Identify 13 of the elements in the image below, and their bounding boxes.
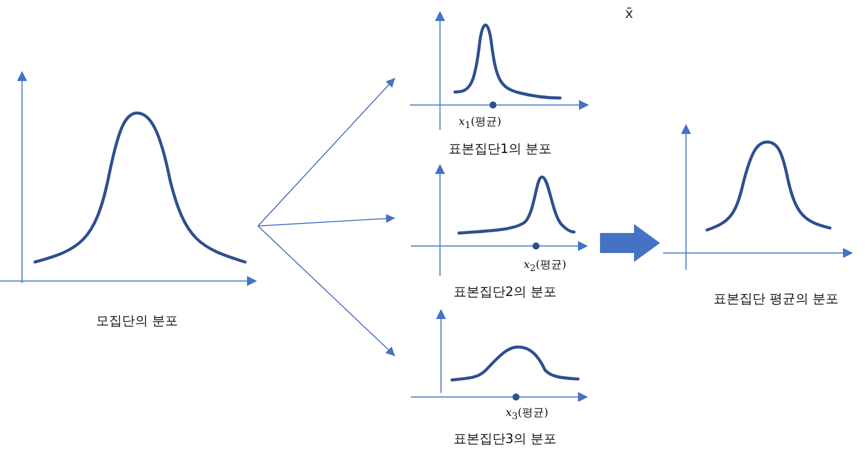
arrow — [258, 226, 396, 356]
arrow — [258, 78, 396, 226]
chart-caption: 표본집단3의 분포 — [453, 432, 557, 448]
mean-label: x$_{2}$(평균) — [524, 257, 566, 276]
chart-caption: 표본집단2의 분포 — [453, 285, 557, 301]
chart-caption: 표본집단1의 분포 — [448, 142, 552, 158]
mean-label: x$_{3}$(평균) — [506, 405, 548, 424]
chart-caption: 모집단의 분포 — [96, 314, 178, 330]
symbol-label: x̄ — [625, 6, 634, 22]
block-arrow — [600, 224, 660, 262]
chart-caption: 표본집단 평균의 분포 — [713, 292, 839, 308]
arrow — [258, 214, 396, 226]
mean-label: x$_{1}$(평균) — [458, 114, 502, 134]
